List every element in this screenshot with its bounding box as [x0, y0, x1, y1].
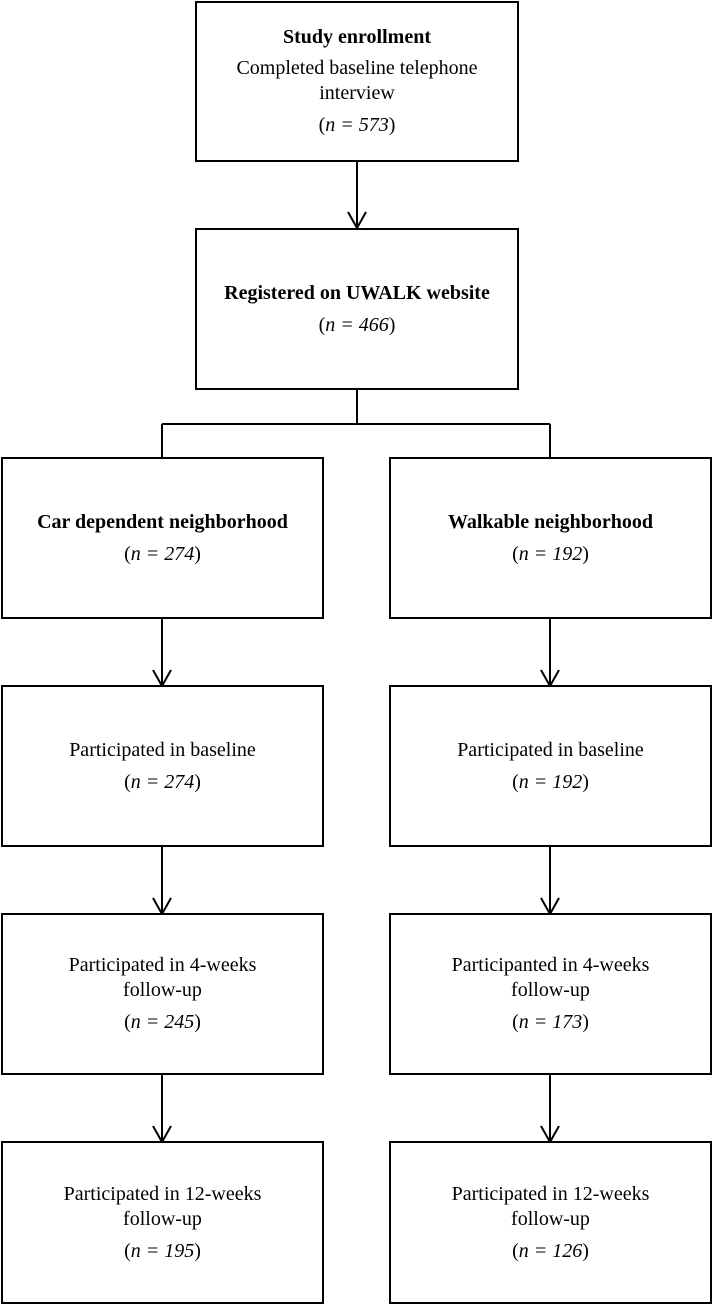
car-neighborhood-title: Car dependent neighborhood [37, 510, 288, 533]
enrollment-title: Study enrollment [283, 26, 431, 48]
car-week12-count: (n = 195) [124, 1239, 201, 1262]
car-baseline-count: (n = 274) [124, 770, 201, 793]
car-week4-label: Participated in 4-weeks follow-up [68, 954, 257, 1001]
car-week12-label: Participated in 12-weeks follow-up [63, 1182, 262, 1230]
walk-neighborhood-box: Walkable neighborhood (n = 192) [389, 457, 712, 619]
walk-baseline-box: Participated in baseline (n = 192) [389, 685, 712, 847]
walk-week12-label: Participated in 12-weeks follow-up [451, 1182, 650, 1230]
walk-baseline-count: (n = 192) [512, 770, 589, 793]
car-week4-count: (n = 245) [124, 1011, 201, 1033]
enrollment-count: (n = 573) [318, 114, 396, 136]
car-neighborhood-box: Car dependent neighborhood (n = 274) [1, 457, 324, 619]
enrollment-box: Study enrollment Completed baseline tele… [195, 1, 519, 162]
walk-week4-box: Participanted in 4-weeks follow-up (n = … [389, 913, 712, 1075]
walk-week4-count: (n = 173) [512, 1011, 589, 1033]
walk-neighborhood-title: Walkable neighborhood [447, 510, 654, 533]
car-neighborhood-count: (n = 274) [124, 542, 201, 565]
walk-week4-label: Participanted in 4-weeks follow-up [451, 954, 650, 1001]
walk-baseline-label: Participated in baseline [457, 738, 644, 761]
registered-title: Registered on UWALK website [224, 281, 490, 304]
car-baseline-label: Participated in baseline [69, 738, 256, 761]
car-baseline-box: Participated in baseline (n = 274) [1, 685, 324, 847]
registered-box: Registered on UWALK website (n = 466) [195, 228, 519, 390]
car-week12-box: Participated in 12-weeks follow-up (n = … [1, 1141, 324, 1304]
car-week4-box: Participated in 4-weeks follow-up (n = 2… [1, 913, 324, 1075]
walk-week12-count: (n = 126) [512, 1239, 589, 1262]
registered-count: (n = 466) [318, 313, 396, 336]
walk-week12-box: Participated in 12-weeks follow-up (n = … [389, 1141, 712, 1304]
walk-neighborhood-count: (n = 192) [512, 542, 589, 565]
enrollment-subtitle: Completed baseline telephone interview [236, 57, 478, 104]
